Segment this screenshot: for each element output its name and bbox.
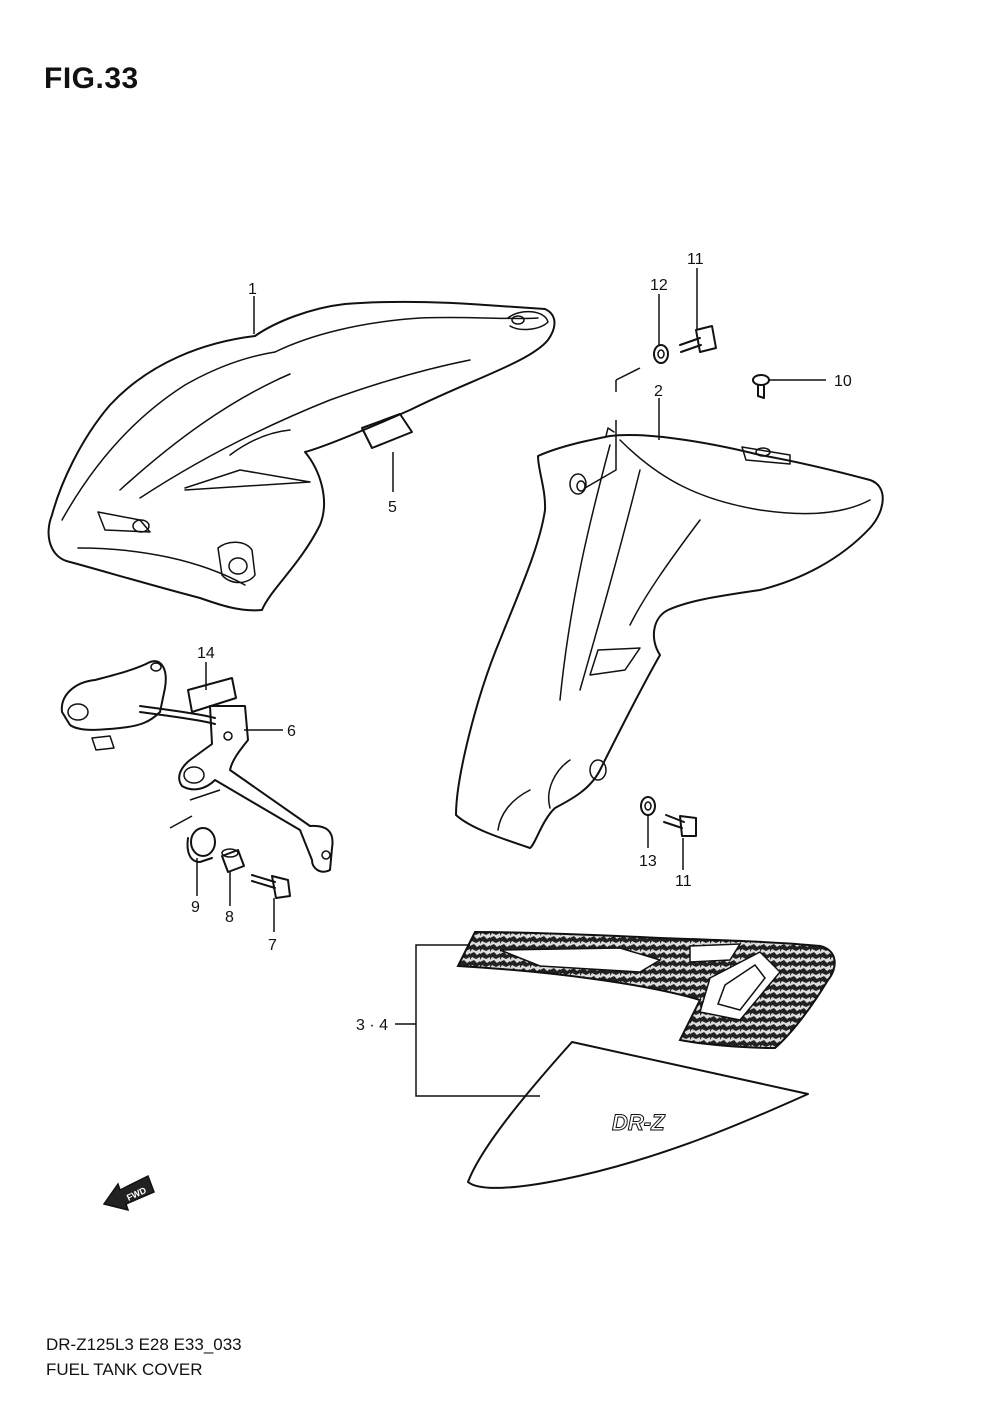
part-2-right-cover: [455, 427, 884, 849]
part-11-bolt-bottom: [663, 814, 697, 837]
part-1-left-cover: [47, 300, 556, 612]
part-14-cushion: [187, 677, 237, 713]
callout-13: 13: [639, 853, 657, 870]
part-3-4-decals: DR-Z: [456, 930, 836, 1189]
figure-title: FIG.33: [44, 62, 139, 95]
callout-5: 5: [388, 499, 397, 516]
callout-8: 8: [225, 909, 234, 926]
decal-logo-text: DR-Z: [612, 1110, 666, 1135]
callout-11-top: 11: [687, 251, 704, 268]
part-10-clip: [752, 374, 770, 399]
part-8-collar: [221, 848, 245, 873]
callout-1: 1: [248, 281, 257, 298]
part-7-bolt: [251, 874, 291, 899]
footer-model-code: DR-Z125L3 E28 E33_033: [46, 1335, 242, 1354]
part-13-washer: [640, 796, 656, 816]
callout-14: 14: [197, 645, 215, 662]
callout-10: 10: [834, 373, 852, 390]
callout-11-bottom: 11: [675, 873, 692, 890]
callout-12: 12: [650, 277, 668, 294]
footer-part-name: FUEL TANK COVER: [46, 1360, 203, 1379]
callout-3-4: 3 · 4: [356, 1017, 388, 1034]
callout-2: 2: [654, 383, 663, 400]
part-6-bracket: [60, 660, 334, 873]
fwd-arrow-icon: FWD: [102, 1174, 155, 1212]
part-9-grommet: [186, 827, 216, 863]
leader-lines: [169, 268, 826, 1097]
callout-9: 9: [191, 899, 200, 916]
callout-labels: 1 2 3 · 4 5 6 7 8 9 10 11 11 12 13 14: [191, 251, 852, 1034]
part-11-bolt-top: [679, 325, 717, 353]
part-12-washer: [653, 344, 669, 364]
callout-6: 6: [287, 723, 296, 740]
part-5-cushion: [361, 413, 413, 449]
callout-7: 7: [268, 937, 277, 954]
